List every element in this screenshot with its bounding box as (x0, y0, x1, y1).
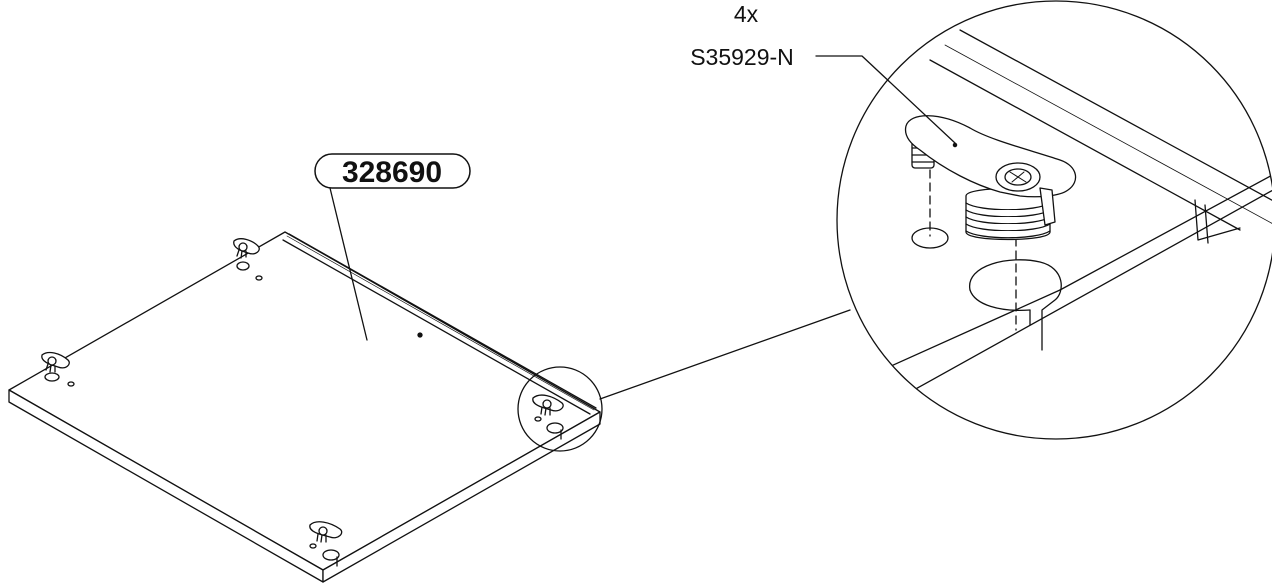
hardware-leader-line (815, 55, 956, 144)
panel-board (8, 231, 601, 583)
part-number-label: 328690 (342, 156, 442, 189)
detail-reference-circle (517, 366, 603, 452)
hardware-code-label: S35929-N (690, 44, 794, 70)
detail-connector-line (599, 309, 851, 400)
part-number-box (314, 153, 471, 189)
detail-magnified-view (836, 0, 1272, 440)
cam-fitting-right (532, 394, 564, 440)
cam-fitting-back-left (233, 238, 263, 281)
cam-fitting-front (309, 521, 343, 567)
part-number-leader (329, 187, 368, 341)
cam-fitting-left (41, 351, 75, 387)
hardware-quantity-label: 4x (734, 1, 759, 27)
part-number-callout (314, 153, 471, 341)
